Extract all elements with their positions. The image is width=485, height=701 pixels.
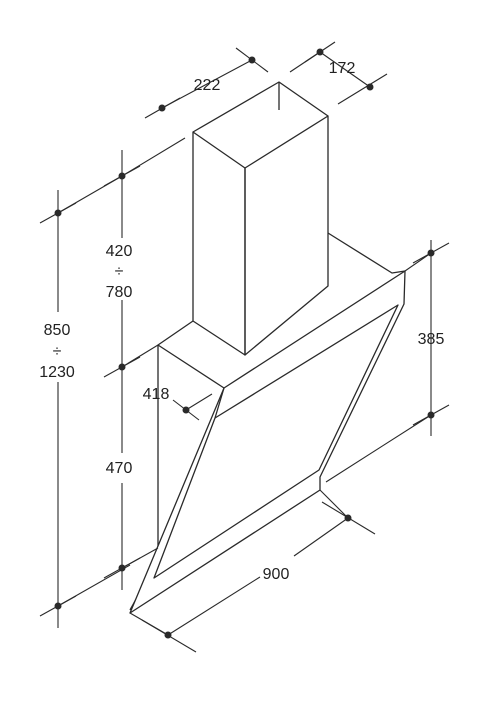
label-chimney-width: 222: [194, 77, 221, 94]
label-total-height-bottom: 1230: [39, 364, 75, 381]
dim-418-endpoint: [182, 406, 190, 414]
canopy-top-right: [327, 232, 406, 274]
dim-172-endpoint-b: [366, 83, 374, 91]
dim-420-endpoint-top: [118, 172, 126, 180]
label-canopy-height: 470: [106, 460, 133, 477]
hood-outline: [129, 81, 406, 614]
label-chimney-depth: 172: [329, 60, 356, 77]
label-total-height-sep: ÷: [53, 343, 62, 360]
dimension-labels: 222 172 420 ÷ 780 850 ÷ 1230 418 470 385…: [39, 60, 444, 583]
label-chimney-height-sep: ÷: [115, 263, 124, 280]
chimney-front-face: [192, 131, 246, 356]
label-canopy-depth: 418: [143, 386, 170, 403]
panel-depth-edge: [214, 387, 225, 419]
label-chimney-height-bottom: 780: [106, 284, 133, 301]
label-total-height-top: 850: [44, 322, 71, 339]
dimension-lines: [39, 41, 450, 653]
dim-222-endpoint-a: [158, 104, 166, 112]
label-glass-height: 385: [418, 331, 445, 348]
canopy-top-left: [157, 320, 225, 389]
dim-850-endpoint-top: [54, 209, 62, 217]
chimney-side-face: [244, 115, 329, 356]
label-chimney-height-top: 420: [106, 243, 133, 260]
glass-panel-inner: [153, 304, 399, 579]
dim-222-endpoint-b: [248, 56, 256, 64]
label-overall-width: 900: [263, 566, 290, 583]
